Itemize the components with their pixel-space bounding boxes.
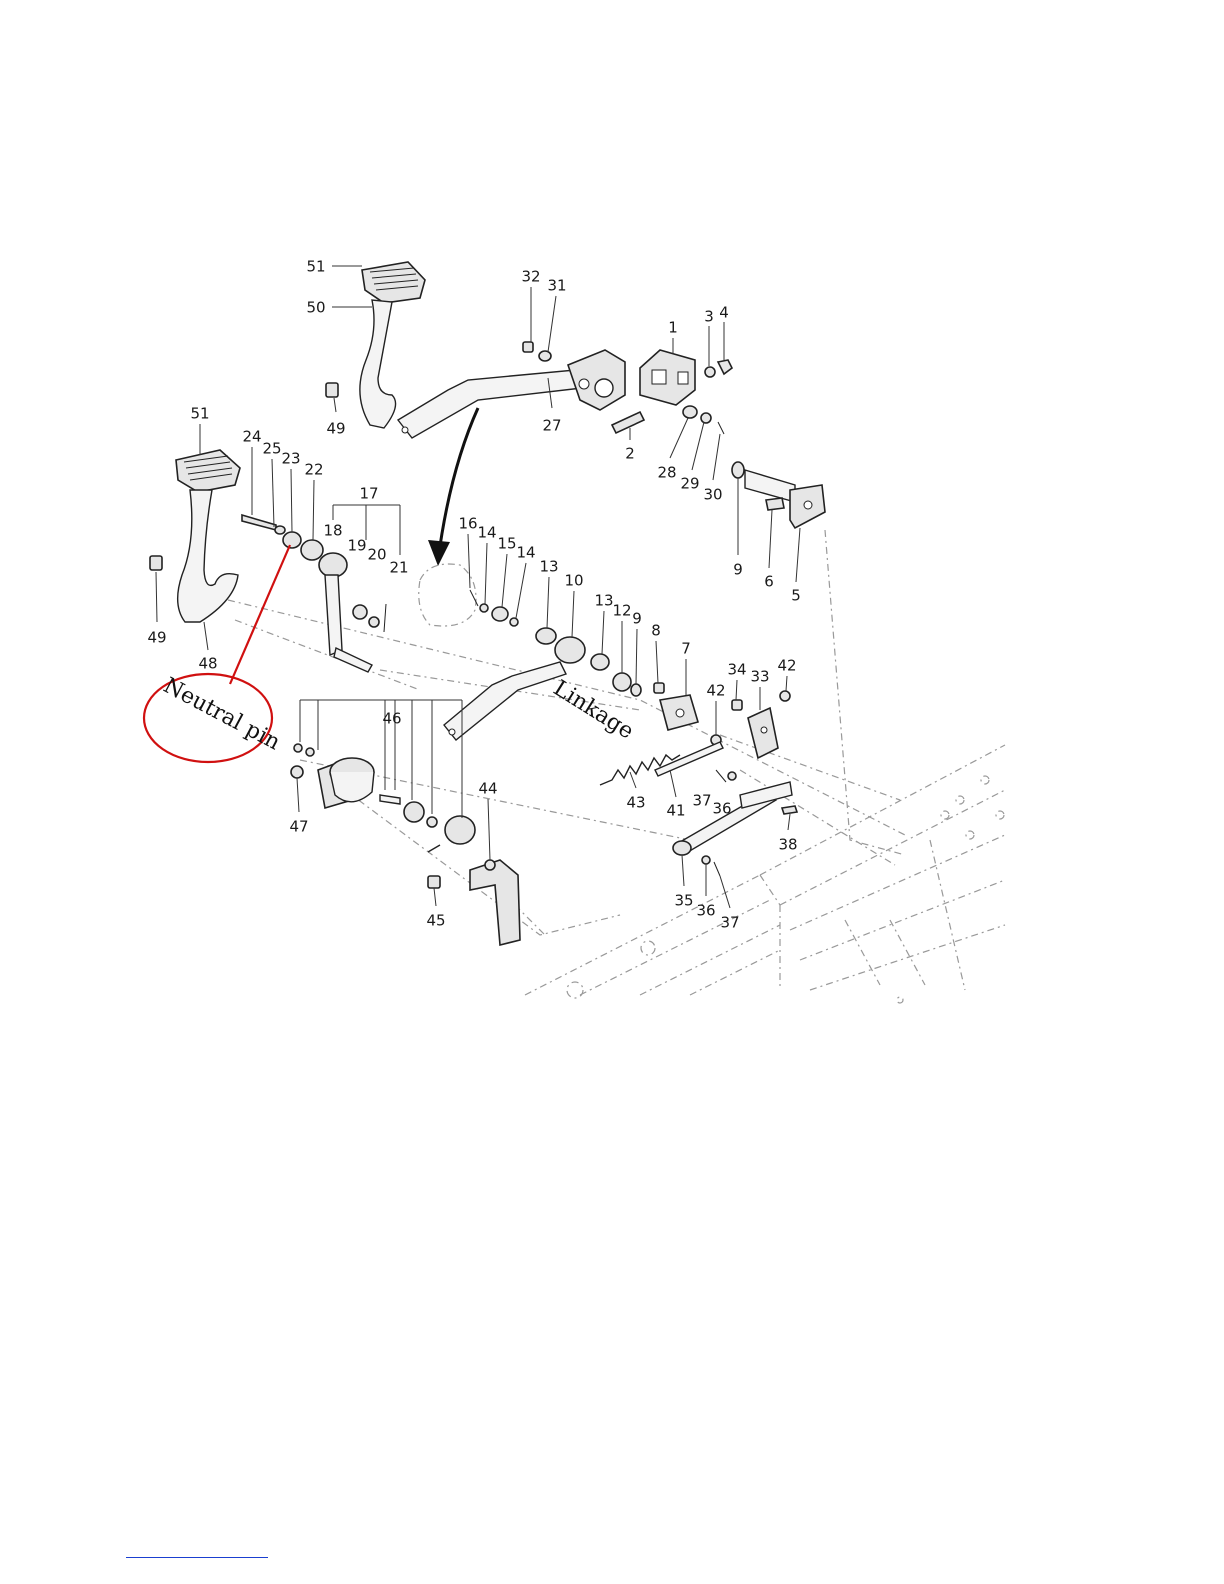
damper-assembly: [291, 700, 520, 945]
part-callout-41: 41: [666, 802, 685, 820]
part-callout-36: 36: [712, 800, 731, 818]
part-callout-44: 44: [478, 780, 497, 798]
part-callout-9: 9: [733, 561, 743, 579]
part-callout-25: 25: [262, 440, 281, 458]
part-callout-19: 19: [347, 537, 366, 555]
part-callout-16: 16: [458, 515, 477, 533]
part-callout-8: 8: [651, 622, 661, 640]
part-callout-51: 51: [190, 405, 209, 423]
neutral-pin-label: Neutral pin: [159, 673, 284, 755]
part-callout-42: 42: [777, 657, 796, 675]
part-callout-12: 12: [612, 602, 631, 620]
part-callout-35: 35: [674, 892, 693, 910]
footnote-separator: [126, 1557, 268, 1558]
part-callout-43: 43: [626, 794, 645, 812]
part-callout-17: 17: [359, 485, 378, 503]
spring-and-rod: [600, 742, 723, 785]
upper-pedal-assembly: [326, 262, 425, 428]
part-callout-20: 20: [367, 546, 386, 564]
neutral-pin-pointer: [230, 545, 290, 684]
center-lever-assembly: [242, 505, 400, 672]
part-callout-4: 4: [719, 304, 729, 322]
callout-leaders: [156, 266, 800, 908]
part-callout-37: 37: [692, 792, 711, 810]
part-callout-48: 48: [198, 655, 217, 673]
part-callout-29: 29: [680, 475, 699, 493]
part-callout-30: 30: [703, 486, 722, 504]
part-callout-27: 27: [542, 417, 561, 435]
part-callout-50: 50: [306, 299, 325, 317]
part-callout-14: 14: [516, 544, 535, 562]
part-callout-21: 21: [389, 559, 408, 577]
assembly-direction-arrow: [428, 408, 478, 566]
rod-end-assembly: [673, 770, 797, 876]
upper-linkage-arm: [398, 350, 625, 438]
neutral-pin-annotation: Neutral pin: [144, 545, 290, 762]
lower-pedal-assembly: [150, 450, 240, 622]
part-callout-24: 24: [242, 428, 261, 446]
part-callout-13: 13: [539, 558, 558, 576]
part-callout-47: 47: [289, 818, 308, 836]
part-callout-49: 49: [147, 629, 166, 647]
part-callout-5: 5: [791, 587, 801, 605]
part-callout-33: 33: [750, 668, 769, 686]
part-callout-18: 18: [323, 522, 342, 540]
part-callout-2: 2: [625, 445, 635, 463]
part-callout-32: 32: [521, 268, 540, 286]
part-callout-1: 1: [668, 319, 678, 337]
part-callout-10: 10: [564, 572, 583, 590]
part-callout-3: 3: [704, 308, 714, 326]
housing-ghost: [419, 564, 476, 626]
part-callout-15: 15: [497, 535, 516, 553]
part-callout-31: 31: [547, 277, 566, 295]
part-callout-13: 13: [594, 592, 613, 610]
part-callout-23: 23: [281, 450, 300, 468]
part-callout-45: 45: [426, 912, 445, 930]
right-pivot-bracket: [732, 462, 825, 528]
chassis-frame-outline: [525, 745, 1005, 1003]
part-callout-38: 38: [778, 836, 797, 854]
part-callout-49: 49: [326, 420, 345, 438]
part-callout-51: 51: [306, 258, 325, 276]
part-callout-22: 22: [304, 461, 323, 479]
part-callout-28: 28: [657, 464, 676, 482]
part-callout-37: 37: [720, 914, 739, 932]
part-callout-34: 34: [727, 661, 746, 679]
part-callout-14: 14: [477, 524, 496, 542]
part-callout-7: 7: [681, 640, 691, 658]
part-callout-36: 36: [696, 902, 715, 920]
part-callout-9: 9: [632, 610, 642, 628]
part-callout-46: 46: [382, 710, 401, 728]
part-callout-6: 6: [764, 573, 774, 591]
part-callout-42: 42: [706, 682, 725, 700]
